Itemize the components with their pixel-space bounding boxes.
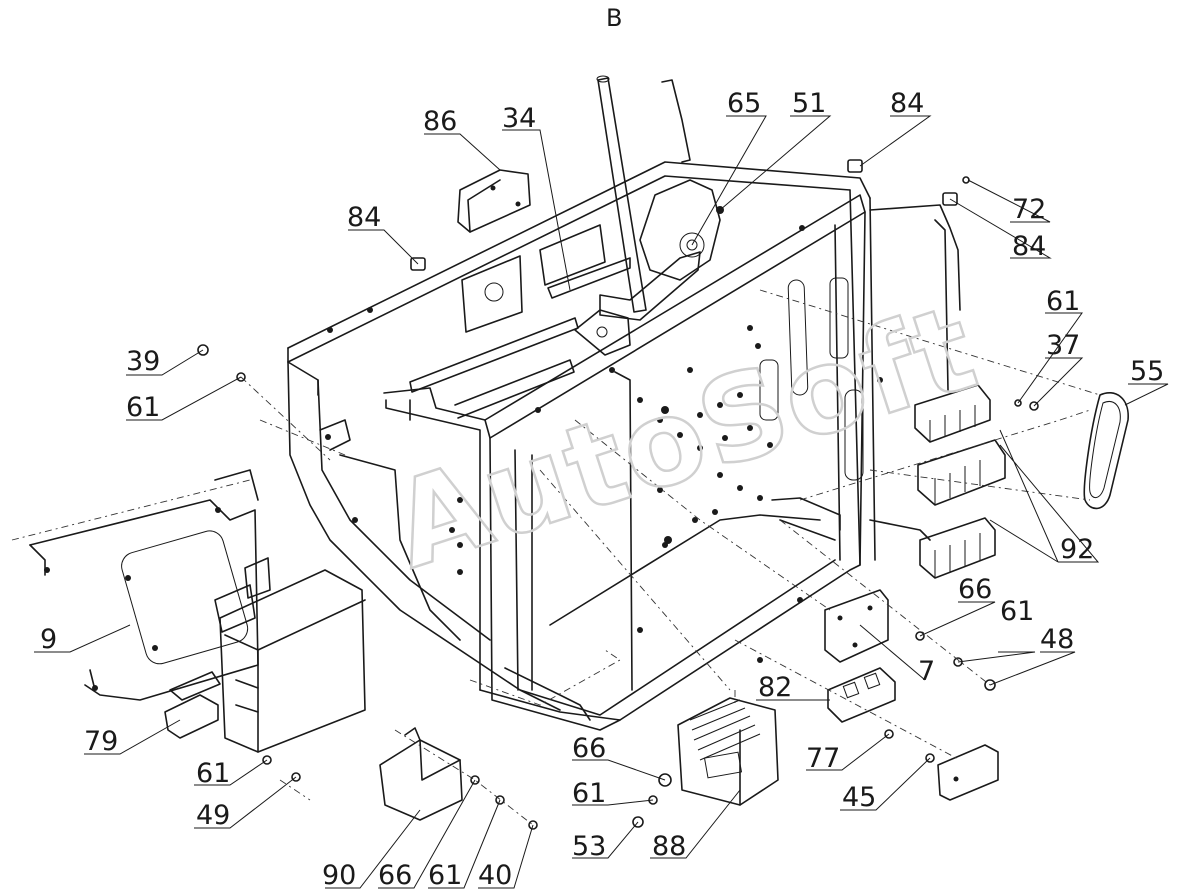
callout-leaders bbox=[34, 115, 1169, 889]
control-unit-part-79 bbox=[164, 557, 366, 753]
callout-61-right: 61 bbox=[1000, 596, 1034, 627]
callout-92: 92 bbox=[1060, 534, 1094, 565]
callout-84-left: 84 bbox=[347, 202, 381, 233]
callout-55: 55 bbox=[1130, 356, 1164, 387]
assembly-lines bbox=[11, 289, 1101, 826]
callout-77: 77 bbox=[806, 743, 840, 774]
callout-labels: 86 34 65 51 84 84 72 84 39 61 61 37 55 9… bbox=[40, 88, 1164, 891]
callout-84-top: 84 bbox=[890, 88, 924, 119]
callout-66-bottom: 66 bbox=[378, 860, 412, 891]
callout-90: 90 bbox=[322, 860, 356, 891]
callout-61-bottom: 61 bbox=[428, 860, 462, 891]
belt-part-55 bbox=[1083, 392, 1129, 510]
callout-61-right-top: 61 bbox=[1046, 286, 1080, 317]
callout-40: 40 bbox=[478, 860, 512, 891]
clip-part-84 bbox=[410, 159, 958, 271]
fasteners bbox=[197, 176, 1039, 830]
plate-part-7 bbox=[824, 589, 889, 663]
bracket-plate-part-9 bbox=[29, 469, 259, 701]
callout-79: 79 bbox=[84, 726, 118, 757]
housing-part-90 bbox=[379, 727, 463, 821]
callout-53: 53 bbox=[572, 831, 606, 862]
view-label: B bbox=[606, 4, 622, 32]
callout-72: 72 bbox=[1012, 194, 1046, 225]
cover-part-45 bbox=[937, 744, 999, 801]
callout-51: 51 bbox=[792, 88, 826, 119]
main-frame-housing bbox=[287, 161, 961, 731]
watermark: AutoSoft bbox=[377, 278, 993, 595]
cover-part-86 bbox=[457, 169, 531, 233]
callout-61-center: 61 bbox=[572, 778, 606, 809]
callout-45: 45 bbox=[842, 782, 876, 813]
callout-61-bottom-left: 61 bbox=[196, 758, 230, 789]
callout-86: 86 bbox=[423, 106, 457, 137]
relay-block-part-92 bbox=[914, 219, 1006, 579]
callout-66-right: 66 bbox=[958, 574, 992, 605]
callout-48: 48 bbox=[1040, 624, 1074, 655]
callout-7: 7 bbox=[918, 656, 935, 687]
callout-9: 9 bbox=[40, 624, 57, 655]
heatsink-module-part-88 bbox=[677, 697, 779, 806]
callout-37: 37 bbox=[1046, 330, 1080, 361]
callout-84-right: 84 bbox=[1012, 231, 1046, 262]
callout-34: 34 bbox=[502, 103, 536, 134]
callout-49: 49 bbox=[196, 800, 230, 831]
callout-82: 82 bbox=[758, 672, 792, 703]
lever-shaft-assembly bbox=[574, 75, 724, 544]
callout-88: 88 bbox=[652, 831, 686, 862]
callout-66-center: 66 bbox=[572, 733, 606, 764]
callout-65: 65 bbox=[727, 88, 761, 119]
callout-61-left: 61 bbox=[126, 392, 160, 423]
plate-part-82 bbox=[827, 667, 896, 723]
callout-39: 39 bbox=[126, 346, 160, 377]
